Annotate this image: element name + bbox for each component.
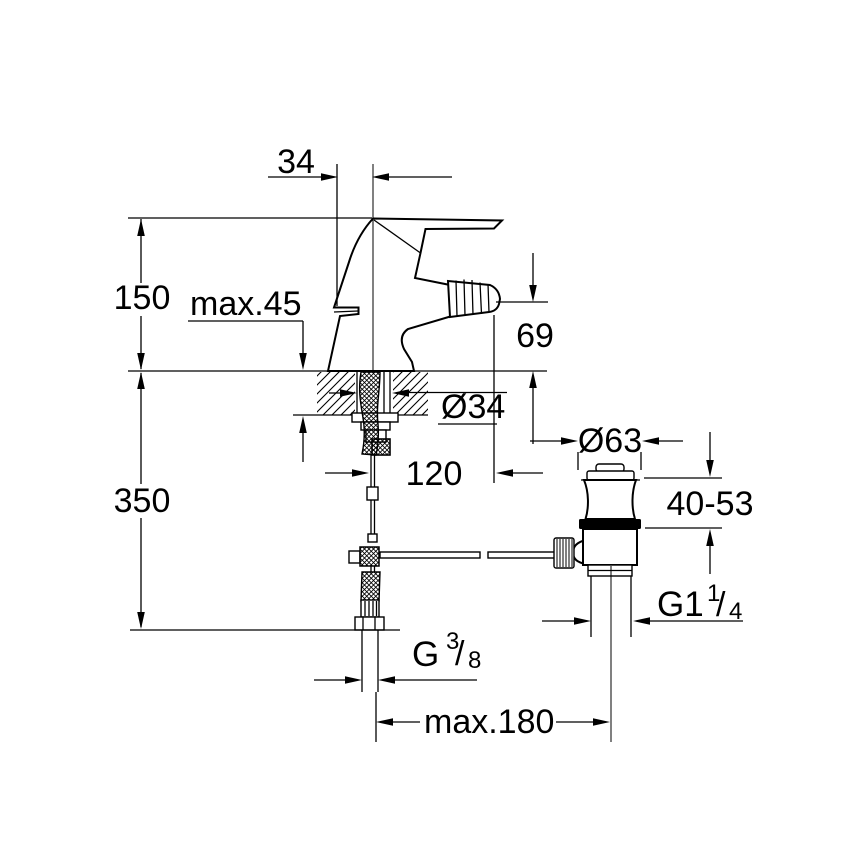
hose-union-nut [354,616,385,631]
hose-end-connector [371,438,391,456]
arrow-up-icon [137,372,145,389]
dim-label-120: 120 [406,455,463,493]
dim-label-g3-8-slash: / [455,635,465,673]
arrow-up-icon [137,219,145,236]
dim-label-34: 34 [277,143,315,181]
arrow-down-icon [299,353,307,370]
arrow-right-icon [593,718,610,726]
arrow-up-icon [299,416,307,433]
horizontal-rod-right [487,551,557,559]
ferrule-ribs [364,601,378,616]
tee-end-cap [348,550,361,564]
arrow-right-icon [352,469,369,477]
dim-label-max45: max.45 [190,285,302,323]
knob-knurling [556,539,573,567]
dim-label-dia34: Ø34 [441,388,505,426]
popup-rod-assembly [348,455,557,572]
arrow-left-icon [642,437,659,445]
aerator-ring-lines [455,279,490,317]
horizontal-rod-left [379,551,481,559]
popup-waste [553,463,641,742]
tee-stub [370,566,376,572]
dim-label-g3-8-sup: 3 [446,628,459,655]
dim-label-dia63: Ø63 [578,422,642,460]
rod-coupling [366,486,379,501]
dimension-40-53: 40-53 [644,432,753,574]
waste-body [582,528,638,566]
arrow-left-icon [372,173,389,181]
dim-label-g3-8-sub: 8 [468,647,481,674]
thread-tail-lines [361,630,379,692]
dim-label-g1-14-sub: 4 [729,598,742,625]
waste-pipe [590,576,632,637]
arrow-left-icon [496,469,513,477]
rod-pin [367,533,378,543]
waste-plug-cap [586,470,635,481]
popup-knob-line [333,310,359,313]
dim-label-g1-14-slash: / [716,586,726,624]
dim-label-max180: max.180 [424,703,554,741]
dimension-120: 120 [325,315,543,493]
dim-label-350: 350 [114,482,171,520]
dimension-g3-8: G 3 / 8 [314,628,481,684]
supply-hose-lower [360,571,381,602]
waste-neck [582,479,638,520]
lever-seam [373,219,421,254]
arrow-left-icon [633,617,650,625]
dim-label-40-53: 40-53 [667,485,754,523]
aerator-outlet [446,279,502,319]
rod-tee-clamp [359,546,380,567]
lower-hose [354,571,385,692]
dimension-150: 150 [114,219,171,370]
arrow-up-icon [706,529,714,546]
dimension-max180: max.180 [375,692,610,742]
dimension-350: 350 [114,372,400,631]
arrow-up-icon [529,371,537,388]
arrow-right-icon [321,173,338,181]
arrow-down-icon [137,353,145,370]
dim-label-150: 150 [114,279,171,317]
arrow-left-icon [392,389,409,397]
arrow-right-icon [340,389,357,397]
arrow-down-icon [529,285,537,302]
arrow-down-icon [706,460,714,477]
dimension-34: 34 [268,143,452,306]
arrow-down-icon [137,612,145,629]
dimension-g1-14: G1 1 / 4 [542,580,743,625]
arrow-left-icon [378,676,395,684]
arrow-right-icon [561,437,578,445]
dim-label-g1-14-main: G1 [657,585,704,624]
faucet [128,164,505,372]
dimension-dia63: Ø63 [530,422,683,470]
dim-label-g3-8-main: G [412,635,439,674]
dim-label-g1-14-sup: 1 [707,580,720,607]
arrow-right-icon [574,617,591,625]
arrow-left-icon [376,718,393,726]
dimension-max45: max.45 [188,285,307,462]
dim-label-69: 69 [516,317,554,355]
nut-facets [362,617,376,630]
shank-and-upper-hose [351,371,399,456]
dimension-69: 69 [496,253,554,444]
waste-seal-ring [579,519,641,529]
arrow-right-icon [345,676,362,684]
